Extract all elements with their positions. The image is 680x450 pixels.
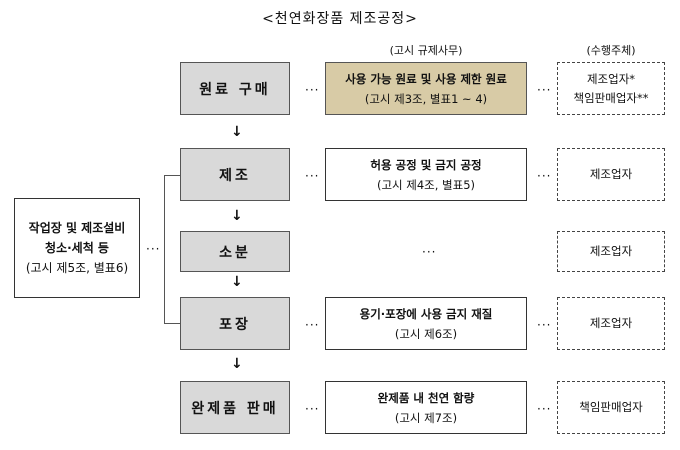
connector-dots: ··· (305, 318, 320, 332)
packaging-actor-box: 제조업자 (557, 297, 665, 350)
connector-dots: ··· (305, 83, 320, 97)
connector-dots: ··· (537, 169, 552, 183)
finished-product-regulation-ref: (고시 제7조) (394, 410, 458, 425)
raw-material-regulation-title: 사용 가능 원료 및 사용 제한 원료 (345, 71, 507, 86)
connector-dots: ··· (305, 402, 320, 416)
manufacturing-actor-box: 제조업자 (557, 148, 665, 201)
actor-manufacturer: 제조업자* (586, 71, 636, 86)
actor-column-header: (수행주체) (586, 44, 636, 57)
connector-dots: ··· (537, 402, 552, 416)
connector-dots: ··· (146, 242, 161, 256)
manufacturing-regulation-box: 허용 공정 및 금지 공정 (고시 제4조, 별표5) (325, 148, 527, 201)
subdivision-regulation-dots: ··· (422, 245, 437, 259)
raw-material-regulation-box: 사용 가능 원료 및 사용 제한 원료 (고시 제3조, 별표1 ~ 4) (325, 62, 527, 115)
step-packaging: 포장 (180, 297, 290, 350)
connector-dots: ··· (305, 169, 320, 183)
finished-product-regulation-title: 완제품 내 천연 함량 (377, 390, 475, 405)
subdivision-actor-box: 제조업자 (557, 231, 665, 272)
step-raw-material-purchase: 원료 구매 (180, 62, 290, 115)
raw-material-actor-box: 제조업자* 책임판매업자** (557, 62, 665, 115)
finished-product-regulation-box: 완제품 내 천연 함량 (고시 제7조) (325, 381, 527, 434)
packaging-regulation-ref: (고시 제6조) (394, 326, 458, 341)
step-manufacturing: 제조 (180, 148, 290, 201)
diagram-title: <천연화장품 제조공정> (262, 11, 418, 27)
packaging-regulation-box: 용기·포장에 사용 금지 재질 (고시 제6조) (325, 297, 527, 350)
workplace-cleaning-ref: (고시 제5조, 별표6) (25, 261, 129, 275)
actor-responsible-seller: 책임판매업자** (573, 90, 649, 105)
connector-dots: ··· (537, 83, 552, 97)
connector-dots: ··· (537, 318, 552, 332)
workplace-cleaning-box: 작업장 및 제조설비 청소·세척 등 (고시 제5조, 별표6) (14, 198, 140, 298)
workplace-cleaning-subtitle: 청소·세척 등 (45, 241, 109, 255)
process-bracket (164, 175, 180, 324)
flow-arrow: ↓ (231, 356, 243, 372)
manufacturing-regulation-title: 허용 공정 및 금지 공정 (370, 157, 482, 172)
actor-manufacturer: 제조업자 (589, 316, 633, 330)
flow-arrow: ↓ (231, 208, 243, 224)
step-finished-product-sale: 완제품 판매 (180, 381, 290, 434)
content-column-header: (고시 규제사무) (389, 44, 463, 57)
actor-responsible-seller: 책임판매업자 (579, 400, 643, 414)
raw-material-regulation-ref: (고시 제3조, 별표1 ~ 4) (364, 91, 488, 106)
packaging-regulation-title: 용기·포장에 사용 금지 재질 (359, 306, 493, 321)
step-subdivision: 소분 (180, 231, 290, 272)
actor-manufacturer: 제조업자 (589, 167, 633, 181)
finished-product-actor-box: 책임판매업자 (557, 381, 665, 434)
workplace-cleaning-title: 작업장 및 제조설비 (28, 221, 126, 235)
actor-manufacturer: 제조업자 (589, 244, 633, 258)
flow-arrow: ↓ (231, 274, 243, 290)
flow-arrow: ↓ (231, 124, 243, 140)
manufacturing-regulation-ref: (고시 제4조, 별표5) (376, 177, 476, 192)
